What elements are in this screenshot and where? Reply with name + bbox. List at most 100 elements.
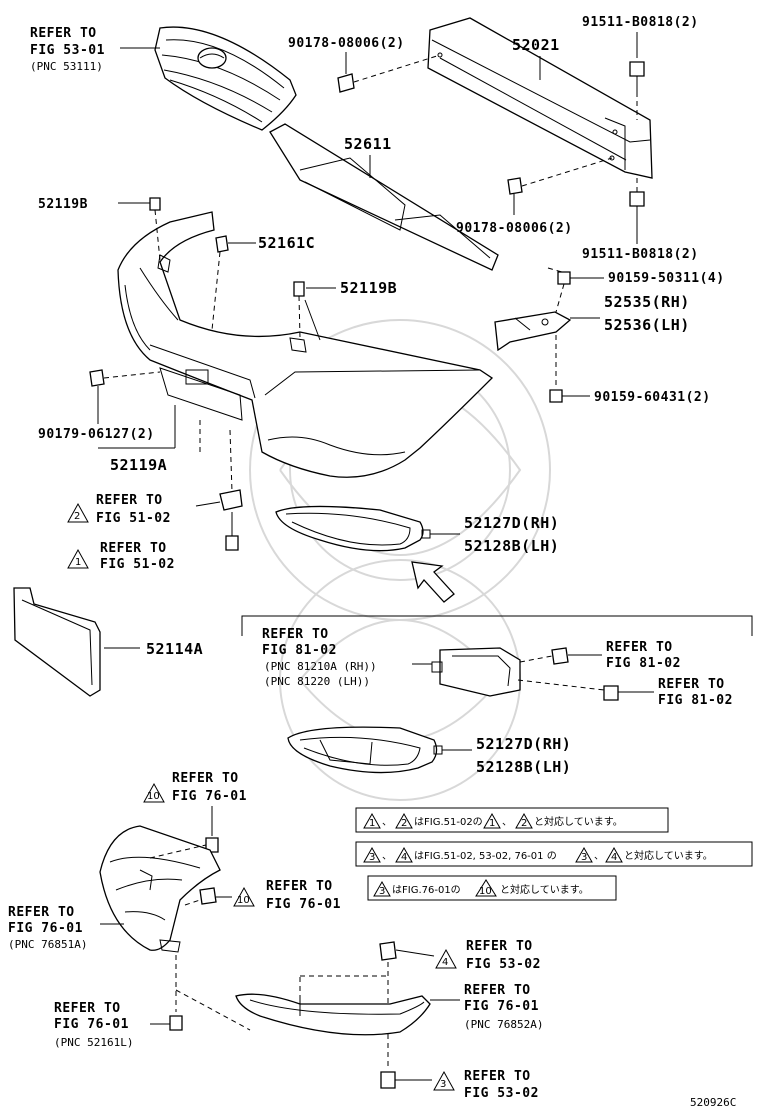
part-number-91511-top: 91511-B0818(2) xyxy=(582,15,699,30)
nut-90178-top xyxy=(337,73,355,93)
svg-text:、: 、 xyxy=(382,817,392,828)
svg-text:と対応しています。: と対応しています。 xyxy=(534,815,623,828)
fog-section-bracket xyxy=(241,615,753,636)
bumper-reinforcement-drawing xyxy=(427,17,653,179)
ref-pnc: (PNC 76851A) xyxy=(8,938,87,951)
fog-lamp-drawing xyxy=(431,647,521,697)
part-number-52119B-left: 52119B xyxy=(38,197,88,212)
part-number-90178-mid: 90178-08006(2) xyxy=(456,221,573,236)
ref-fig: FIG 51-02 xyxy=(100,557,175,572)
svg-text:4: 4 xyxy=(401,852,407,863)
svg-text:3: 3 xyxy=(379,886,385,897)
front-spoiler-drawing xyxy=(235,993,431,1036)
clip-52161C xyxy=(215,235,229,253)
screw-51-02 xyxy=(225,535,239,551)
ref-fig: FIG 53-02 xyxy=(466,957,541,972)
clip-52119B-mid xyxy=(293,281,305,297)
energy-absorber-drawing xyxy=(269,123,499,271)
fog-bolt-reference: REFER TO FIG 81-02 xyxy=(606,640,681,671)
note-2: 3 、 4 はFIG.51-02, 53-02, 76-01 の 3 、 4 と… xyxy=(355,841,753,867)
part-number-52535: 52535(RH) xyxy=(604,293,690,311)
svg-text:3: 3 xyxy=(581,852,587,863)
ref-fig: FIG 81-02 xyxy=(658,693,733,708)
part-number-52021: 52021 xyxy=(512,36,560,54)
ref-line: REFER TO xyxy=(262,627,329,642)
svg-text:10: 10 xyxy=(479,886,492,897)
figure-id: 520926C xyxy=(690,1096,736,1109)
svg-text:3: 3 xyxy=(369,852,375,863)
svg-text:、: 、 xyxy=(382,851,392,862)
svg-text:2: 2 xyxy=(521,818,527,829)
bolt-90159-60431 xyxy=(549,389,563,403)
part-number-90159-50311: 90159-50311(4) xyxy=(608,271,725,286)
ref-53-02-a: 4 REFER TO FIG 53-02 xyxy=(435,939,541,972)
ref-76-01-left: REFER TO FIG 76-01 (PNC 76851A) xyxy=(8,905,87,951)
bumper-cover-drawing xyxy=(117,211,494,478)
svg-text:と対応しています。: と対応しています。 xyxy=(500,883,589,896)
ref-line: REFER TO xyxy=(658,677,725,692)
ref-53-02-b: 3 REFER TO FIG 53-02 xyxy=(433,1069,539,1101)
ref-pnc: (PNC 81210A (RH)) xyxy=(264,660,377,673)
ref-fig: FIG 53-01 xyxy=(30,43,105,58)
ref-fig: FIG 81-02 xyxy=(606,656,681,671)
fog-bolt xyxy=(551,647,569,665)
svg-text:4: 4 xyxy=(611,852,617,863)
svg-text:と対応しています。: と対応しています。 xyxy=(624,849,713,862)
ref-76-01-spoiler: REFER TO FIG 76-01 (PNC 76852A) xyxy=(464,983,543,1031)
marker-2: 2 xyxy=(74,511,80,522)
part-number-52161C: 52161C xyxy=(258,234,315,252)
splash-shield-drawing xyxy=(99,825,221,953)
ref-fig: FIG 51-02 xyxy=(96,511,171,526)
fog-cover-lower-drawing xyxy=(287,726,443,774)
bumper-bracket-drawing xyxy=(494,311,572,352)
ref-line: REFER TO xyxy=(464,983,531,998)
part-number-52128B-lower: 52128B(LH) xyxy=(476,758,571,776)
fog-lamp-reference: REFER TO FIG 81-02 (PNC 81210A (RH)) (PN… xyxy=(262,627,377,688)
ref-76-01-bottom: REFER TO FIG 76-01 (PNC 52161L) xyxy=(54,1001,133,1049)
part-number-52119B-mid: 52119B xyxy=(340,279,397,297)
grille-drawing xyxy=(154,26,297,131)
part-number-91511-mid: 91511-B0818(2) xyxy=(582,247,699,262)
bolt-91511-mid xyxy=(629,191,645,207)
ref-pnc: (PNC 81220 (LH)) xyxy=(264,675,370,688)
fog-clip-reference: REFER TO FIG 81-02 xyxy=(658,677,733,708)
part-number-52128B-upper: 52128B(LH) xyxy=(464,537,559,555)
marker-10: 10 xyxy=(147,791,160,802)
svg-text:はFIG.51-02, 53-02, 76-01 の: はFIG.51-02, 53-02, 76-01 の xyxy=(414,850,557,862)
ref-fig: FIG 76-01 xyxy=(54,1017,129,1032)
ref-line: REFER TO xyxy=(100,541,167,556)
ref-line: REFER TO xyxy=(606,640,673,655)
svg-text:はFIG.51-02の: はFIG.51-02の xyxy=(414,816,483,828)
note-3: 3 はFIG.76-01の 10 と対応しています。 xyxy=(367,875,617,901)
clip-76-01-top xyxy=(205,837,219,853)
marker-1: 1 xyxy=(75,557,81,568)
ref-fig: FIG 53-02 xyxy=(464,1086,539,1101)
part-number-52536: 52536(LH) xyxy=(604,316,690,334)
clip-52119B-left xyxy=(149,197,161,211)
bolt-90159-50311 xyxy=(557,271,571,285)
nut-90178-mid xyxy=(507,177,523,195)
part-number-52114A: 52114A xyxy=(146,640,203,658)
part-number-52127D-lower: 52127D(RH) xyxy=(476,735,571,753)
bolt-91511-top xyxy=(629,61,645,77)
ref-line: REFER TO xyxy=(8,905,75,920)
part-number-90159-60431: 90159-60431(2) xyxy=(594,390,711,405)
part-number-90179: 90179-06127(2) xyxy=(38,427,155,442)
ref-76-01-top: 10 REFER TO FIG 76-01 xyxy=(143,771,246,804)
ref-line: REFER TO xyxy=(30,26,97,41)
ref-line: REFER TO xyxy=(464,1069,531,1084)
part-number-52611: 52611 xyxy=(344,135,392,153)
ref-76-01-mid: 10 REFER TO FIG 76-01 xyxy=(233,879,340,912)
part-number-52119A: 52119A xyxy=(110,456,167,474)
ref-51-02-a: 2 REFER TO FIG 51-02 xyxy=(67,493,171,526)
ref-fig: FIG 81-02 xyxy=(262,643,337,658)
part-number-90178-top: 90178-08006(2) xyxy=(288,36,405,51)
note-1: 1 、 2 はFIG.51-02の 1 、 2 と対応しています。 xyxy=(355,807,669,833)
svg-text:1: 1 xyxy=(369,818,375,829)
license-bracket-drawing xyxy=(13,587,101,697)
fog-clip xyxy=(603,685,619,701)
ref-fig: FIG 76-01 xyxy=(464,999,539,1014)
front-direction-arrow xyxy=(411,561,455,603)
